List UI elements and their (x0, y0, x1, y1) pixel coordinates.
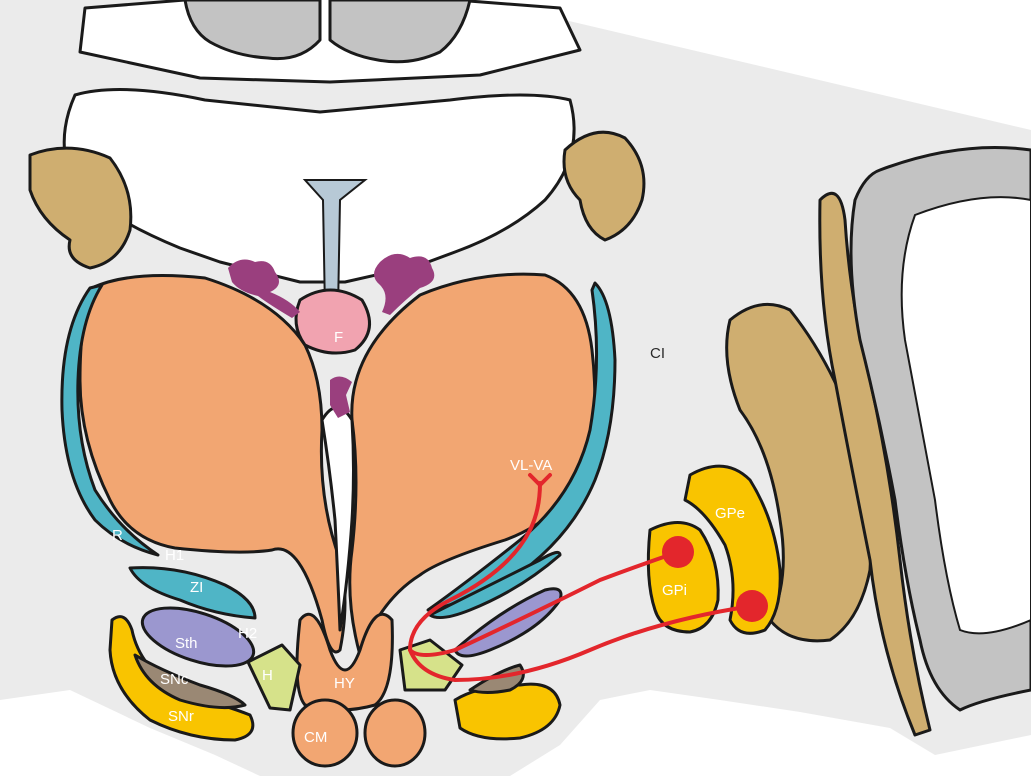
label-h1: H1 (165, 547, 184, 564)
label-h: H (262, 667, 273, 684)
label-snc: SNc (160, 671, 189, 688)
fornix (296, 290, 370, 353)
label-vl-va: VL-VA (510, 457, 552, 474)
gpi-projection-neuron (662, 536, 694, 568)
label-gpe: GPe (715, 505, 745, 522)
label-hy: HY (334, 675, 355, 692)
centromedian-right (365, 700, 425, 766)
label-zi: ZI (190, 579, 203, 596)
label-snr: SNr (168, 708, 194, 725)
label-gpi: GPi (662, 582, 687, 599)
gpe-projection-neuron (736, 590, 768, 622)
label-h2: H2 (238, 625, 257, 642)
label-sth: Sth (175, 635, 198, 652)
label-f: F (334, 329, 343, 346)
label-ci: CI (650, 345, 665, 362)
label-r: R (112, 527, 123, 544)
label-cm: CM (304, 729, 327, 746)
